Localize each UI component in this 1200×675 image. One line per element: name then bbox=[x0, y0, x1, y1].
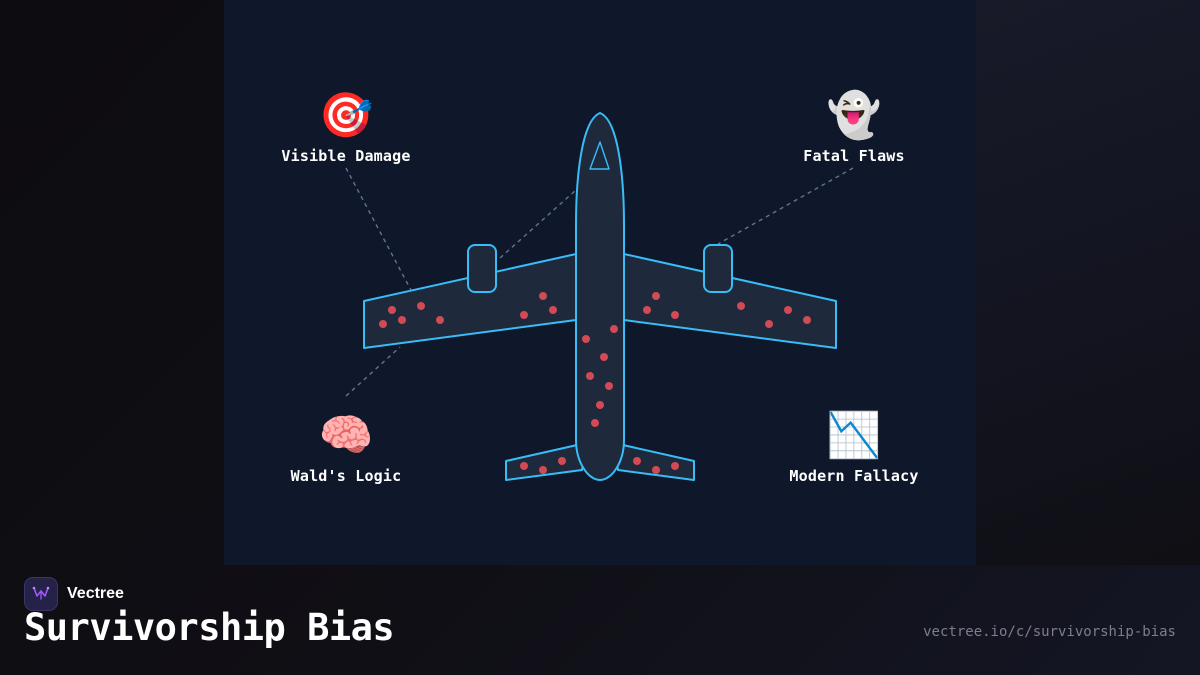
label-modern-fallacy: Modern Fallacy bbox=[789, 467, 919, 485]
aircraft-diagram bbox=[345, 112, 854, 481]
bullet-hole bbox=[643, 306, 651, 314]
target-icon: 🎯 bbox=[318, 90, 374, 141]
bullet-hole bbox=[388, 306, 396, 314]
bullet-hole bbox=[586, 372, 594, 380]
bullet-hole bbox=[417, 302, 425, 310]
bullet-hole bbox=[558, 457, 566, 465]
bullet-hole bbox=[520, 311, 528, 319]
chart-decreasing-icon: 📉 bbox=[826, 410, 882, 461]
bullet-hole bbox=[539, 292, 547, 300]
left-tail bbox=[505, 442, 587, 481]
page-title: Survivorship Bias bbox=[24, 606, 395, 649]
bullet-hole bbox=[596, 401, 604, 409]
bullet-hole bbox=[398, 316, 406, 324]
bullet-hole bbox=[671, 311, 679, 319]
background-right bbox=[976, 0, 1200, 565]
bullet-hole bbox=[539, 466, 547, 474]
label-walds-logic: Wald's Logic bbox=[290, 467, 402, 485]
connector-center bbox=[499, 189, 577, 259]
footer: Vectree bbox=[24, 577, 124, 611]
bullet-hole bbox=[737, 302, 745, 310]
label-fatal-flaws: Fatal Flaws bbox=[803, 147, 905, 165]
brain-icon: 🧠 bbox=[318, 410, 374, 461]
vectree-logo-icon[interactable] bbox=[24, 577, 58, 611]
bullet-hole bbox=[436, 316, 444, 324]
bullet-hole bbox=[765, 320, 773, 328]
right-tail bbox=[613, 442, 695, 481]
left-engine bbox=[467, 244, 497, 293]
bullet-hole bbox=[379, 320, 387, 328]
bullet-hole bbox=[784, 306, 792, 314]
bullet-hole bbox=[549, 306, 557, 314]
label-visible-damage: Visible Damage bbox=[281, 147, 411, 165]
bullet-hole bbox=[582, 335, 590, 343]
bullet-hole bbox=[591, 419, 599, 427]
ghost-icon: 👻 bbox=[826, 90, 882, 141]
bullet-hole bbox=[803, 316, 811, 324]
bullet-holes bbox=[379, 292, 811, 474]
brand-name[interactable]: Vectree bbox=[67, 585, 124, 602]
connector-fatal-flaws bbox=[717, 167, 854, 245]
connector-walds-logic bbox=[345, 346, 401, 397]
bullet-hole bbox=[671, 462, 679, 470]
bullet-hole bbox=[652, 466, 660, 474]
brand: Vectree bbox=[24, 577, 124, 611]
bullet-hole bbox=[610, 325, 618, 333]
bullet-hole bbox=[633, 457, 641, 465]
bullet-hole bbox=[605, 382, 613, 390]
page-url[interactable]: vectree.io/c/survivorship-bias bbox=[923, 624, 1176, 640]
connector-lines bbox=[345, 167, 854, 397]
cockpit bbox=[589, 141, 610, 170]
bullet-hole bbox=[600, 353, 608, 361]
connector-visible-damage bbox=[345, 167, 413, 293]
right-engine bbox=[703, 244, 733, 293]
bullet-hole bbox=[520, 462, 528, 470]
bullet-hole bbox=[652, 292, 660, 300]
aircraft bbox=[363, 112, 837, 481]
